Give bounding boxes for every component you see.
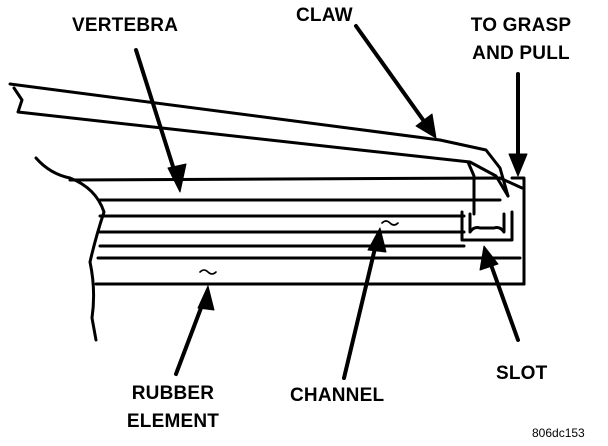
label-claw: CLAW	[296, 5, 353, 26]
vertebra-leader	[134, 48, 178, 178]
vertebra-arrowhead	[167, 163, 187, 193]
slot-inner	[468, 212, 506, 234]
channel-leader	[342, 242, 378, 380]
channel-tilde	[381, 220, 399, 226]
claw-arm-top-edge	[8, 82, 510, 198]
slot-outer	[460, 210, 514, 242]
channel-arrowhead	[367, 227, 387, 253]
label-grasp-line2: AND PULL	[472, 43, 570, 64]
rubber-arrowhead	[197, 285, 215, 311]
rubber-tilde	[199, 269, 217, 275]
grasp-arrowhead	[508, 153, 528, 177]
blade-broken-edge	[34, 156, 106, 342]
rubber-leader	[174, 298, 206, 376]
label-slot: SLOT	[496, 363, 548, 384]
slot-arrowhead	[479, 245, 499, 271]
figure-code: 806dc153	[532, 426, 585, 440]
claw-arm	[12, 86, 510, 198]
label-channel: CHANNEL	[290, 385, 385, 406]
claw-hook	[466, 160, 476, 216]
label-rubber-line1: RUBBER	[131, 383, 215, 404]
label-vertebra: VERTEBRA	[72, 15, 179, 36]
claw-leader	[354, 24, 428, 126]
end-cap	[510, 176, 526, 286]
label-grasp-line1: TO GRASP	[470, 15, 572, 36]
vertebra-top	[68, 176, 524, 190]
claw-arrowhead	[415, 113, 437, 139]
slot-leader	[488, 260, 520, 342]
label-rubber-line2: ELEMENT	[126, 411, 220, 432]
